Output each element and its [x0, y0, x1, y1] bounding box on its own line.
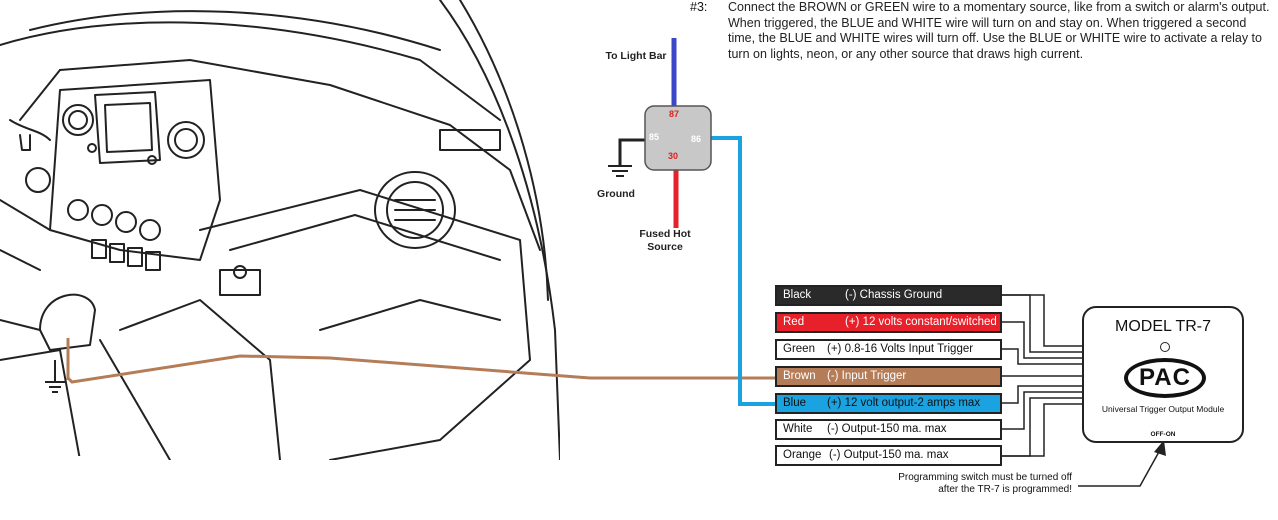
- led-indicator-icon: [1160, 342, 1170, 352]
- tr7-module: MODEL TR-7 PAC Universal Trigger Output …: [1082, 306, 1244, 443]
- trigger-wire: [710, 136, 775, 406]
- wire-color-name: Blue: [783, 397, 807, 409]
- wire-box-black: Black (-) Chassis Ground: [775, 285, 1002, 306]
- wire-color-name: Brown: [783, 370, 816, 382]
- wire-box-white: White (-) Output-150 ma. max: [775, 419, 1002, 440]
- label-fused-hot: Fused Hot Source: [632, 228, 698, 254]
- label-fused-hot-line2: Source: [647, 241, 683, 253]
- module-subtitle: Universal Trigger Output Module: [1101, 404, 1225, 414]
- wire-description: (-) Chassis Ground: [845, 289, 943, 301]
- relay-body: [644, 105, 712, 171]
- dashboard-illustration: [0, 0, 560, 460]
- module-model: MODEL TR-7: [1114, 318, 1211, 335]
- instruction-number: #3:: [690, 0, 708, 14]
- relay-pin-87: 87: [669, 109, 680, 119]
- wire-color-name: Red: [783, 316, 805, 328]
- instruction-text: Connect the BROWN or GREEN wire to a mom…: [728, 0, 1270, 61]
- label-fused-hot-line1: Fused Hot: [639, 228, 691, 240]
- relay-pin-30: 30: [668, 151, 679, 161]
- wire-box-green: Green (+) 0.8-16 Volts Input Trigger: [775, 339, 1002, 360]
- wire-description: (+) 12 volts constant/switched: [845, 316, 997, 328]
- label-light-bar: To Light Bar: [605, 50, 667, 62]
- relay-pin-86: 86: [691, 134, 702, 144]
- wire-color-name: Green: [783, 343, 815, 355]
- wire-color-name: Black: [783, 289, 812, 301]
- wire-description: (+) 12 volt output-2 amps max: [827, 397, 981, 409]
- wire-box-red: Red (+) 12 volts constant/switched: [775, 312, 1002, 333]
- wire-description: (+) 0.8-16 Volts Input Trigger: [827, 343, 974, 355]
- wire-color-name: Orange: [783, 449, 822, 461]
- wire-description: (-) Input Trigger: [827, 370, 907, 382]
- programming-note: Programming switch must be turned off af…: [840, 472, 1072, 496]
- label-ground: Ground: [597, 188, 635, 200]
- relay-pin-85: 85: [649, 132, 660, 142]
- note-pointer: [1078, 449, 1161, 487]
- programming-note-line2: after the TR-7 is programmed!: [938, 484, 1072, 495]
- programming-switch-label: OFF-ON: [1150, 431, 1176, 438]
- brown-wire: [66, 354, 775, 384]
- wire-description: (-) Output-150 ma. max: [829, 449, 949, 461]
- wire-box-orange: Orange (-) Output-150 ma. max: [775, 445, 1002, 466]
- wire-box-blue: Blue (+) 12 volt output-2 amps max: [775, 393, 1002, 414]
- relay-ground-wire: [618, 138, 645, 165]
- wire-color-name: White: [783, 423, 813, 435]
- wire-description: (-) Output-150 ma. max: [827, 423, 947, 435]
- pac-logo: PAC: [1124, 358, 1206, 398]
- programming-note-line1: Programming switch must be turned off: [898, 472, 1072, 483]
- wire-box-brown: Brown (-) Input Trigger: [775, 366, 1002, 387]
